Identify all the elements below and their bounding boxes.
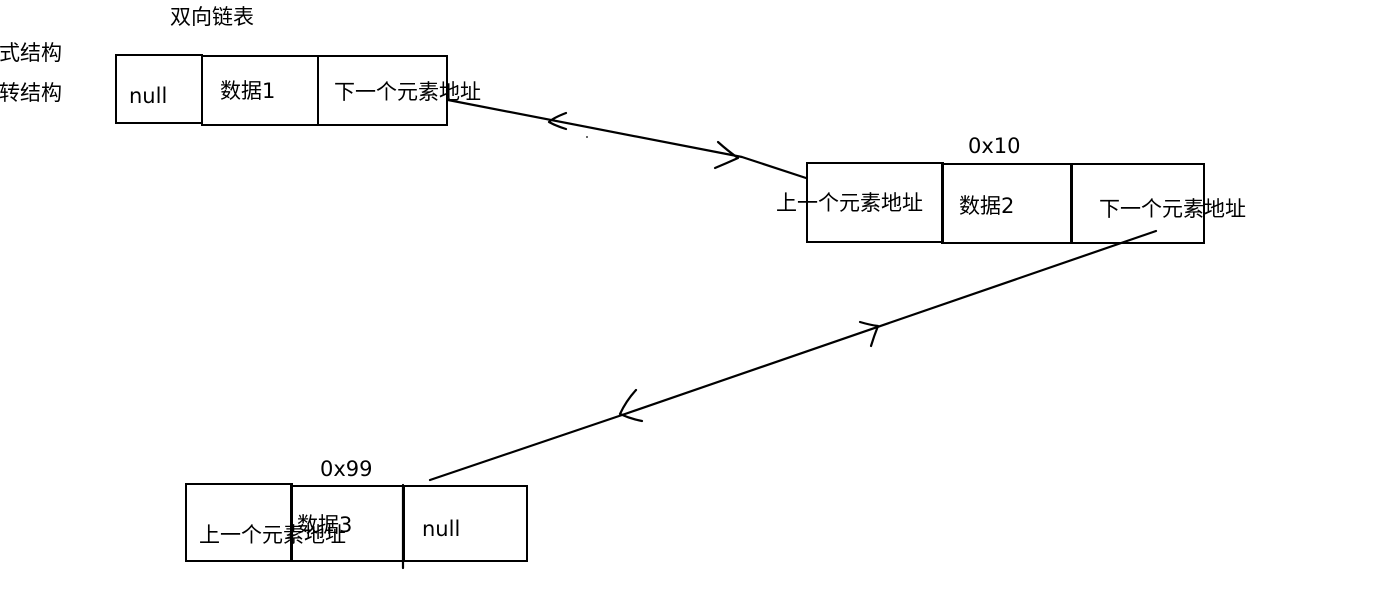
- node-3-prev-cell: [185, 483, 293, 562]
- node-1-data-label: 数据1: [220, 79, 276, 103]
- arrowhead-back-to-node1: [547, 111, 568, 131]
- node-1-prev-label: null: [129, 84, 168, 108]
- node-2-data-label: 数据2: [959, 194, 1015, 218]
- node-1-next-cell: [317, 55, 448, 126]
- node-3-prev-label: 上一个元素地址: [199, 523, 346, 547]
- arrowhead-back-to-node3: [618, 388, 644, 423]
- node-2-prev-label: 上一个元素地址: [776, 191, 923, 215]
- side-label-jump-structure: 跳转结构: [0, 81, 62, 105]
- ink-dot: [586, 136, 588, 138]
- side-label-chain-structure: 链式结构: [0, 41, 62, 65]
- link-node2-node3: [428, 229, 1158, 482]
- node-3-address: 0x99: [320, 457, 373, 481]
- arrowhead-forward-to-node2: [713, 140, 740, 170]
- node-3-next-label: null: [422, 517, 461, 541]
- node-3-data-label: 数据3: [297, 513, 353, 537]
- link-node1-node2: [446, 98, 808, 180]
- node-1-next-label: 下一个元素地址: [334, 80, 481, 104]
- node-2-address: 0x10: [968, 134, 1021, 158]
- arrowhead-forward-to-node2-from-node3: [858, 320, 880, 348]
- diagram-title: 双向链表: [170, 5, 254, 29]
- node-2-next-label: 下一个元素地址: [1099, 197, 1246, 221]
